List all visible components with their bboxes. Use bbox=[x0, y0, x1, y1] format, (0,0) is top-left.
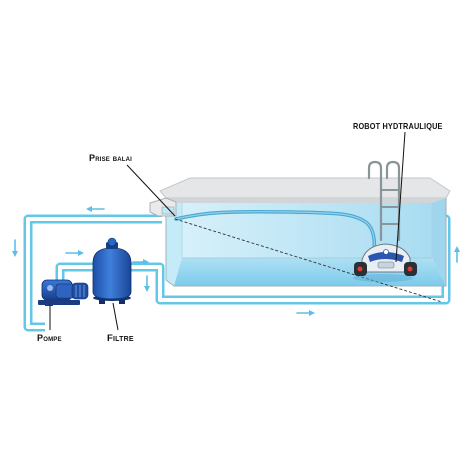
pointer-line-robot bbox=[395, 131, 406, 263]
pointer-line-filtre bbox=[112, 302, 119, 331]
pump-icon bbox=[38, 279, 89, 306]
suction-hose bbox=[174, 209, 377, 260]
pool-icon bbox=[159, 177, 451, 287]
label-prise-balai: Prise balai bbox=[89, 153, 133, 163]
label-pompe: Pompe bbox=[37, 333, 62, 343]
skimmer-box bbox=[149, 197, 177, 217]
ladder-icon bbox=[367, 160, 401, 242]
robot-icon bbox=[353, 243, 417, 282]
label-filtre: Filtre bbox=[107, 333, 134, 344]
flow-arrow-icon bbox=[12, 206, 460, 316]
dashed-guide-line bbox=[174, 218, 443, 303]
label-robot-hydtraulique: Robot hydtraulique bbox=[353, 121, 443, 131]
filter-icon bbox=[92, 237, 132, 304]
pointer-line-prise-balai bbox=[126, 164, 176, 217]
